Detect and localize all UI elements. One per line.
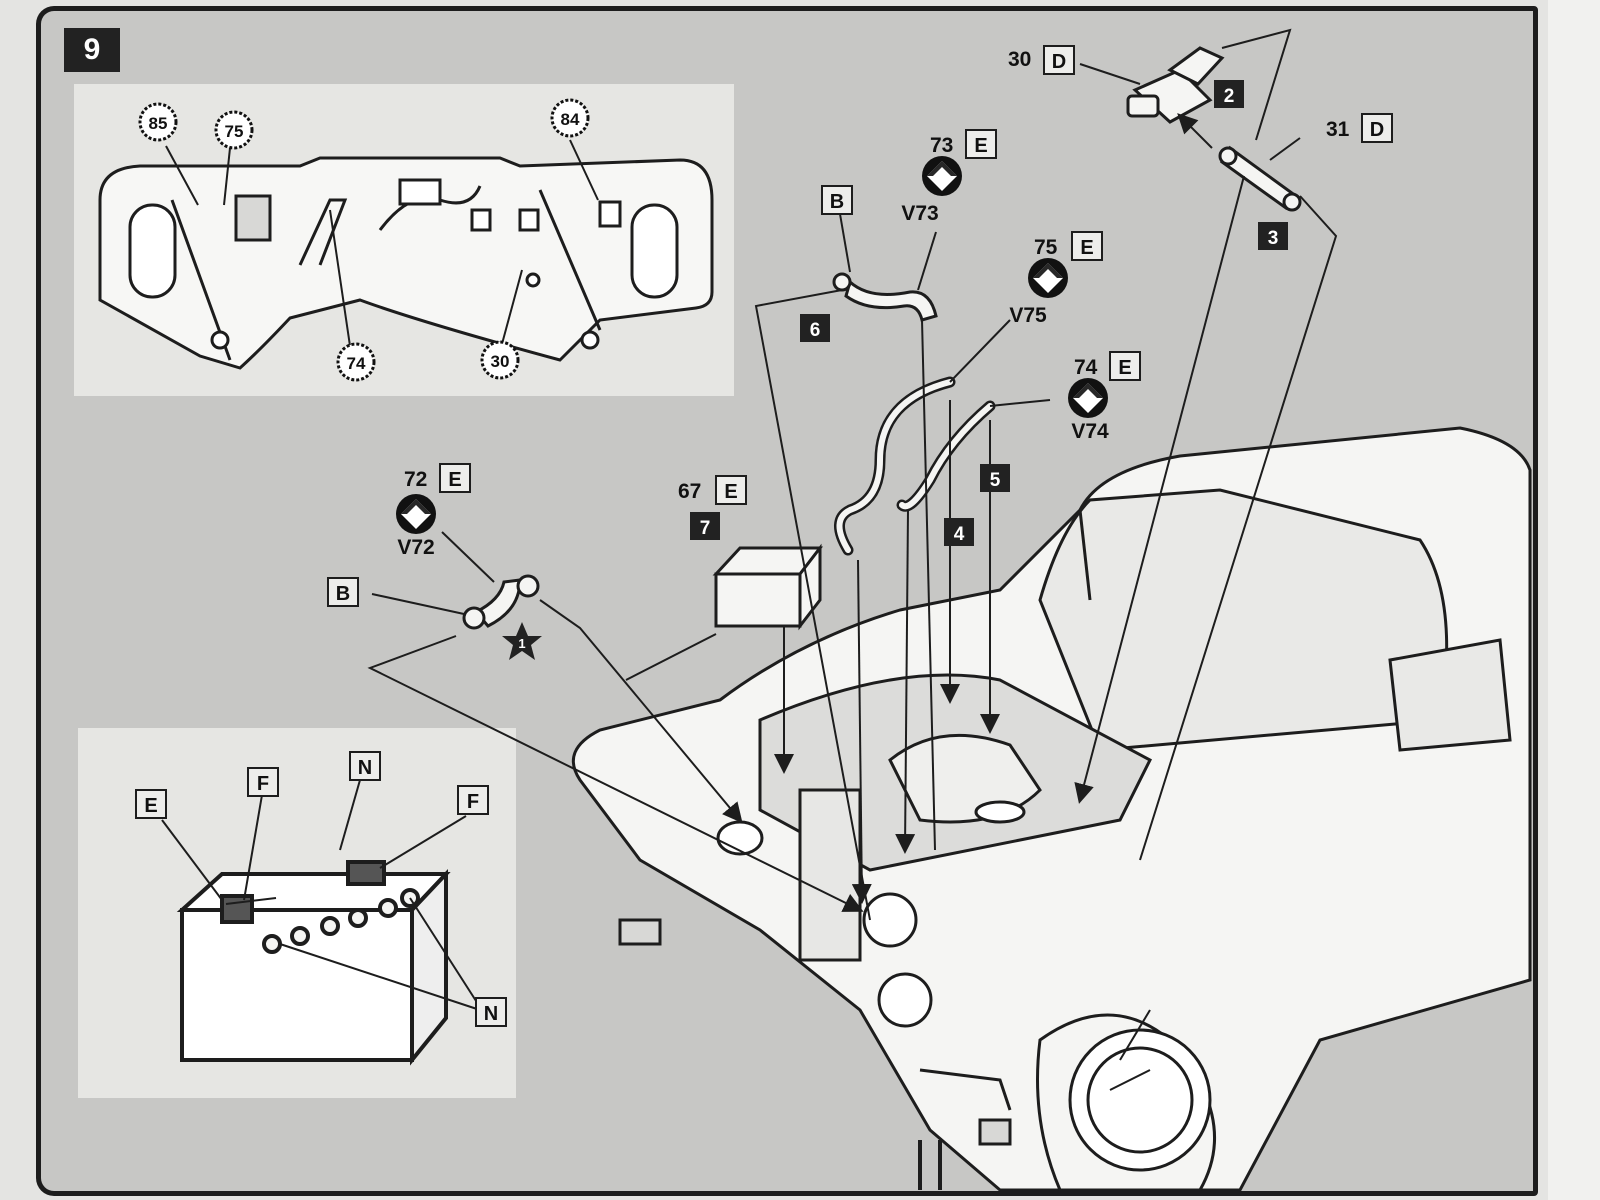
- sequence-marker-5: 5: [980, 464, 1010, 492]
- callout-75-label: 75: [225, 122, 244, 141]
- part-67-number: 67: [678, 480, 701, 503]
- svg-text:B: B: [336, 583, 350, 605]
- callout-84: 84: [550, 98, 590, 138]
- part-30-label: 30 D: [1008, 45, 1075, 75]
- part-74-sprue: E: [1118, 357, 1131, 379]
- callout-84-label: 84: [561, 110, 580, 129]
- part-67-label: 67 E: [678, 475, 747, 505]
- callout-30: 30: [480, 340, 520, 380]
- svg-text:1: 1: [518, 636, 525, 651]
- part-75-vent: V75: [1009, 304, 1047, 327]
- part-31-drawing: [1218, 145, 1302, 212]
- part-30-sprue: D: [1052, 51, 1066, 73]
- part-75-sprue: E: [1080, 237, 1093, 259]
- part-30-drawing: [1126, 46, 1225, 124]
- hose-74-inner: [899, 403, 993, 510]
- part-31-sprue: D: [1370, 119, 1384, 141]
- car-drawing: [571, 426, 1532, 1192]
- diamond-arrow-icon: [922, 156, 962, 196]
- part-74-number: 74: [1074, 356, 1098, 379]
- paint-code-battery-e: E: [135, 789, 167, 819]
- leader-lines: [161, 28, 1338, 1011]
- sequence-marker-1: 1: [502, 622, 542, 660]
- svg-text:N: N: [484, 1003, 498, 1025]
- paint-code-battery-n-bottom: N: [475, 997, 507, 1027]
- part-73-label: 73 E V73: [901, 129, 997, 225]
- svg-text:6: 6: [810, 320, 821, 341]
- paint-code-battery-f-left: F: [247, 767, 279, 797]
- sequence-marker-2: 2: [1214, 80, 1244, 108]
- callout-30-label: 30: [491, 352, 510, 371]
- part-73-vent: V73: [901, 202, 938, 225]
- step-number: 9: [64, 28, 120, 72]
- svg-text:3: 3: [1268, 228, 1279, 249]
- diamond-arrow-icon: [1028, 258, 1068, 298]
- part-74-label: 74 E V74: [1068, 351, 1141, 443]
- part-75-number: 75: [1034, 236, 1058, 259]
- diamond-arrow-icon: [1068, 378, 1108, 418]
- sequence-marker-3: 3: [1258, 222, 1288, 250]
- paint-code-battery-f-right: F: [457, 785, 489, 815]
- battery-part-67-drawing: [712, 543, 824, 631]
- callout-75: 75: [214, 110, 254, 150]
- svg-text:B: B: [830, 191, 844, 213]
- sequence-marker-4: 4: [944, 518, 974, 546]
- callout-85: 85: [138, 102, 178, 142]
- part-31-label: 31 D: [1326, 113, 1393, 143]
- part-72-number: 72: [404, 468, 427, 491]
- callout-74-label: 74: [347, 354, 366, 373]
- svg-text:2: 2: [1224, 86, 1235, 107]
- part-31-number: 31: [1326, 118, 1350, 141]
- paint-code-battery-n-top: N: [349, 751, 381, 781]
- part-30-number: 30: [1008, 48, 1031, 71]
- callout-85-label: 85: [149, 114, 168, 133]
- svg-text:4: 4: [954, 524, 965, 545]
- callout-74: 74: [336, 342, 376, 382]
- paint-code-b-upper: B: [821, 185, 853, 215]
- sequence-marker-6: 6: [800, 314, 830, 342]
- paper-edge: [1548, 0, 1600, 1200]
- sequence-marker-7: 7: [690, 512, 720, 540]
- part-73-sprue: E: [974, 135, 987, 157]
- paint-code-b-lower: B: [327, 577, 359, 607]
- svg-text:7: 7: [700, 518, 711, 539]
- dashboard-drawing: [98, 139, 714, 370]
- part-72-sprue: E: [448, 469, 461, 491]
- part-74-vent: V74: [1071, 420, 1109, 443]
- battery-detail-drawing: [176, 860, 451, 1066]
- svg-text:5: 5: [990, 470, 1001, 491]
- svg-text:F: F: [467, 791, 479, 813]
- svg-text:E: E: [144, 795, 157, 817]
- hose-75-inner: [836, 379, 953, 553]
- part-72-vent: V72: [397, 536, 434, 559]
- svg-text:F: F: [257, 773, 269, 795]
- part-73-number: 73: [930, 134, 953, 157]
- diamond-arrow-icon: [396, 494, 436, 534]
- star-icon: [502, 622, 542, 660]
- part-75-label: 75 E V75: [1009, 231, 1103, 327]
- part-72-drawing: [462, 574, 540, 630]
- part-67-sprue: E: [724, 481, 737, 503]
- part-72-label: 72 E V72: [396, 463, 471, 559]
- svg-text:N: N: [358, 757, 372, 779]
